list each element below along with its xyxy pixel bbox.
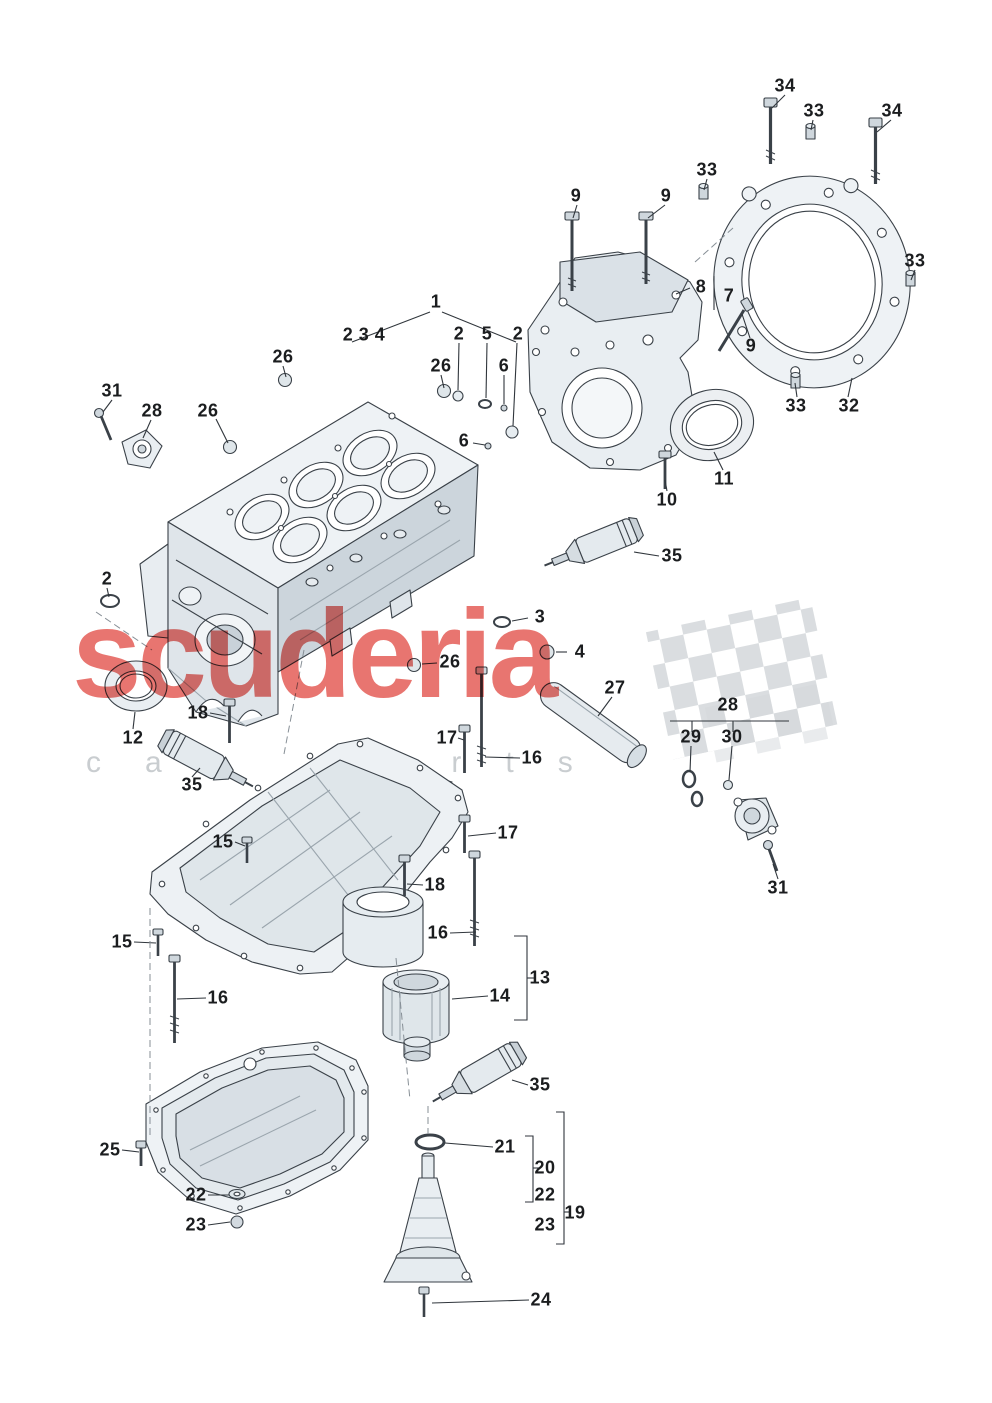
part-number-label: 28	[717, 694, 739, 715]
plugs-and-seals-drawing	[100, 372, 555, 1229]
part-number-label: 9	[570, 185, 582, 206]
part-number-label: 10	[656, 489, 678, 510]
part-number-label: 31	[767, 877, 789, 898]
part-number-label: 26	[430, 355, 452, 376]
part-number-label: 3	[534, 606, 546, 627]
part-number-label: 18	[424, 874, 446, 895]
part-number-label: 27	[604, 677, 626, 698]
part-number-label: 35	[181, 774, 203, 795]
upper-oil-sump-drawing	[149, 737, 469, 975]
oil-filter-cap-drawing	[382, 969, 450, 1062]
part-number-label: 2	[453, 323, 465, 344]
part-number-label: 2	[512, 323, 524, 344]
part-number-label: 33	[904, 250, 926, 271]
part-number-label: 12	[122, 727, 144, 748]
leader-lines	[102, 94, 916, 1304]
part-number-label: 34	[881, 100, 903, 121]
engine-block-drawing	[139, 401, 479, 727]
part-number-label: 8	[695, 276, 707, 297]
part-number-label: 24	[530, 1289, 552, 1310]
part-number-label: 18	[187, 702, 209, 723]
part-number-label: 23	[534, 1214, 556, 1235]
part-number-label: 26	[439, 651, 461, 672]
part-number-label: 26	[272, 346, 294, 367]
part-number-label: 7	[723, 285, 735, 306]
part-number-label: 14	[489, 985, 511, 1006]
checkered-flag-watermark	[645, 597, 838, 763]
part-number-label: 4	[574, 641, 586, 662]
timing-cover-drawing	[527, 251, 703, 471]
part-number-label: 19	[564, 1202, 586, 1223]
part-number-label: 17	[436, 727, 458, 748]
part-number-label: 13	[529, 967, 551, 988]
part-number-label: 15	[111, 931, 133, 952]
part-number-label: 35	[661, 545, 683, 566]
part-number-label: 33	[803, 100, 825, 121]
part-number-label: 9	[660, 185, 672, 206]
part-number-label: 2 3 4	[342, 324, 386, 345]
part-number-label: 15	[212, 831, 234, 852]
part-number-label: 16	[521, 747, 543, 768]
part-number-label: 31	[101, 380, 123, 401]
part-number-label: 20	[534, 1157, 556, 1178]
watermark-brand: scuderia	[72, 585, 558, 724]
part-number-label: 35	[529, 1074, 551, 1095]
part-number-label: 17	[497, 822, 519, 843]
part-number-label: 9	[745, 335, 757, 356]
front-crankshaft-seal-drawing	[104, 660, 168, 712]
part-number-label: 22	[185, 1184, 207, 1205]
part-number-label: 16	[207, 987, 229, 1008]
part-number-label: 33	[696, 159, 718, 180]
part-number-label: 30	[721, 726, 743, 747]
part-number-label: 16	[427, 922, 449, 943]
part-number-label: 28	[141, 400, 163, 421]
part-number-label: 6	[498, 355, 510, 376]
part-number-label: 6	[458, 430, 470, 451]
part-number-label: 21	[494, 1136, 516, 1157]
part-number-label: 1	[430, 291, 442, 312]
part-number-label: 22	[534, 1184, 556, 1205]
part-number-label: 25	[99, 1139, 121, 1160]
oil-suction-pipe-drawing	[383, 1133, 473, 1283]
part-number-label: 26	[197, 400, 219, 421]
part-number-label: 5	[481, 323, 493, 344]
rear-crankshaft-seal-drawing	[669, 388, 755, 462]
part-number-label: 33	[785, 395, 807, 416]
alignment-lines	[95, 227, 734, 1136]
oil-valve-drawing	[681, 769, 779, 841]
part-number-label: 34	[774, 75, 796, 96]
dowel-sleeve-drawing	[539, 682, 647, 769]
bolts-drawing	[93, 97, 916, 1317]
part-number-label: 23	[185, 1214, 207, 1235]
flywheel-adapter-plate-drawing	[713, 175, 911, 389]
valve-bracket-drawing	[121, 429, 163, 469]
lower-oil-sump-drawing	[145, 1041, 369, 1215]
part-number-label: 32	[838, 395, 860, 416]
part-number-label: 2	[101, 568, 113, 589]
part-number-label: 29	[680, 726, 702, 747]
part-number-label: 11	[713, 468, 735, 489]
